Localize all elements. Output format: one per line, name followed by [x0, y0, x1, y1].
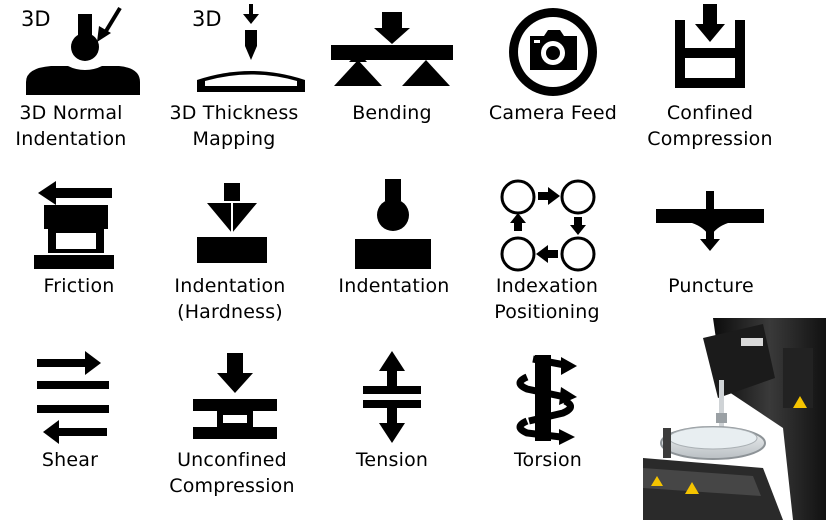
3d-normal-indentation-icon: 3D: [21, 6, 140, 95]
tile-bending: Bending: [317, 0, 467, 126]
indentation-hardness-icon: [197, 183, 267, 263]
tile-camera-feed: Camera Feed: [478, 0, 628, 126]
tile-3d-thickness-mapping: 3D 3D Thickness Mapping: [159, 0, 309, 152]
tile-label: Tension: [355, 449, 429, 471]
tile-puncture: Puncture: [636, 175, 786, 299]
tile-indexation-positioning: Indexation Positioning: [472, 175, 622, 325]
tile-label: Puncture: [668, 275, 754, 297]
tile-label: 3D Normal Indentation: [15, 102, 127, 150]
tile-label: Torsion: [513, 449, 583, 471]
tile-torsion: Torsion: [473, 349, 623, 473]
friction-icon: [34, 181, 114, 269]
tile-label: Friction: [43, 275, 115, 297]
tile-label: Indexation Positioning: [494, 275, 600, 323]
tile-label: Camera Feed: [488, 102, 618, 124]
unconfined-compression-icon: [193, 353, 277, 439]
tile-label: Shear: [41, 449, 99, 471]
tile-label: Indentation: [338, 275, 450, 297]
tile-label: Unconfined Compression: [169, 449, 295, 497]
tile-tension: Tension: [317, 349, 467, 473]
confined-compression-icon: [675, 4, 745, 88]
camera-icon: [509, 8, 597, 96]
indexation-positioning-icon: [500, 179, 596, 272]
tile-indentation: Indentation: [319, 175, 469, 299]
mechanical-tester-photo: [643, 318, 826, 520]
tile-label: Bending: [352, 102, 432, 124]
tension-icon: [363, 351, 421, 443]
tile-confined-compression: Confined Compression: [635, 0, 785, 152]
tile-friction: Friction: [4, 175, 154, 299]
tile-indentation-hardness: Indentation (Hardness): [155, 175, 305, 325]
tile-3d-normal-indentation: 3D 3D Normal Indentation: [0, 0, 146, 152]
3d-badge: 3D: [192, 7, 222, 31]
3d-thickness-mapping-icon: 3D: [192, 4, 305, 92]
tile-label: Confined Compression: [647, 102, 773, 150]
shear-icon: [37, 351, 109, 444]
bending-icon: [331, 12, 453, 86]
tile-shear: Shear: [0, 349, 145, 473]
3d-badge: 3D: [21, 7, 51, 31]
torsion-icon: [516, 355, 577, 445]
puncture-icon: [656, 191, 764, 251]
indentation-icon: [355, 179, 431, 269]
tile-label: Indentation (Hardness): [174, 275, 286, 323]
tile-unconfined-compression: Unconfined Compression: [157, 349, 307, 499]
tile-label: 3D Thickness Mapping: [169, 102, 299, 150]
